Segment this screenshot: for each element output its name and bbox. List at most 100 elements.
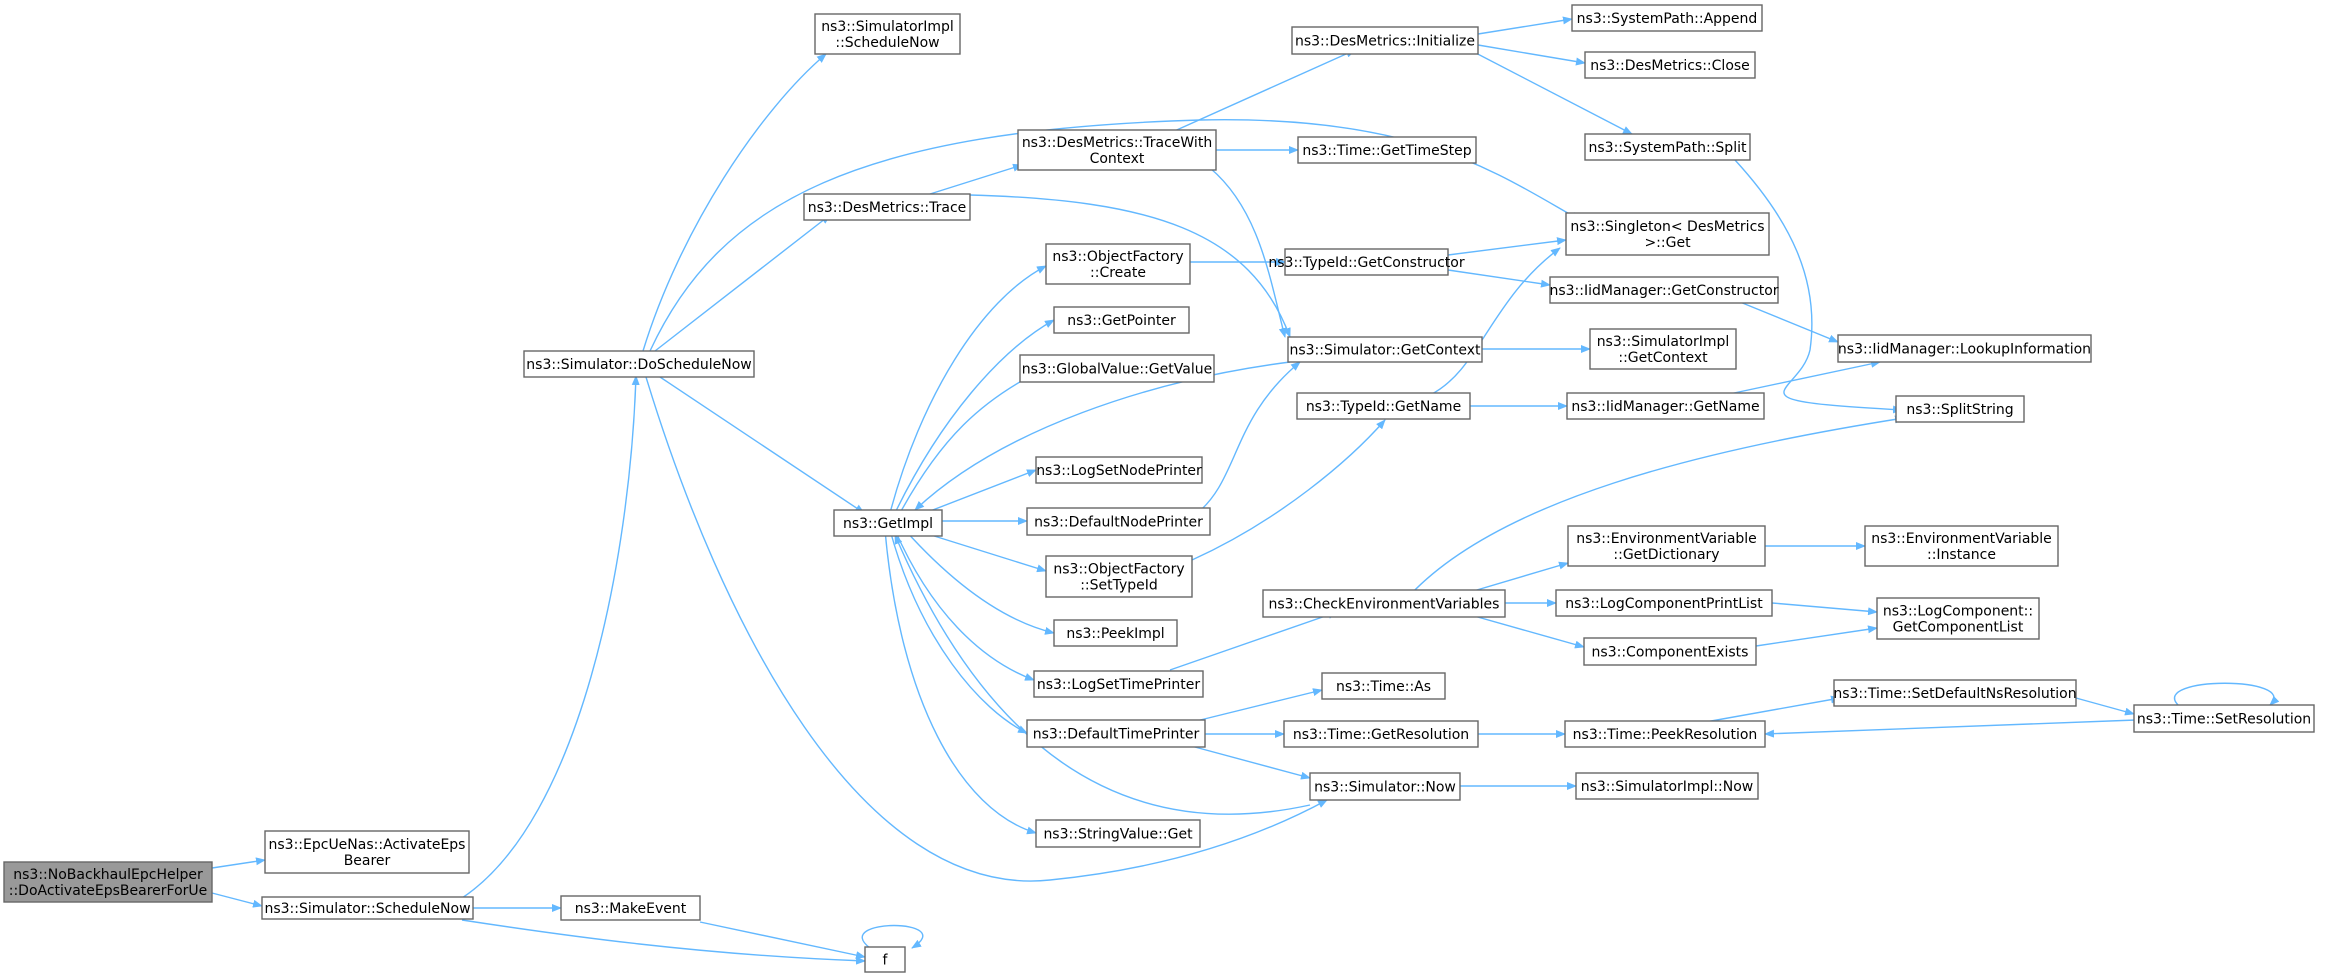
node-label: ns3::DesMetrics::Close — [1590, 58, 1750, 74]
nodes: ns3::NoBackhaulEpcHelper::DoActivateEpsB… — [3, 4, 2315, 973]
edge-simnow-getimpl — [894, 534, 1311, 815]
node-label: ns3::LogSetNodePrinter — [1036, 463, 1202, 479]
node-simulator-now[interactable]: ns3::Simulator::Now — [1309, 772, 1461, 801]
node-label: ns3::Time::GetResolution — [1293, 727, 1469, 743]
node-iidmanager-lookupinformation[interactable]: ns3::IidManager::LookupInformation — [1837, 334, 2092, 363]
node-time-peekresolution[interactable]: ns3::Time::PeekResolution — [1564, 720, 1766, 748]
edge-defaulttimeprinter-simnow — [1179, 742, 1311, 780]
node-label: ns3::Time::As — [1336, 679, 1431, 695]
edge-getcontext-getimpl — [914, 361, 1291, 511]
node-time-as[interactable]: ns3::Time::As — [1321, 672, 1446, 700]
node-label: ns3::SimulatorImpl — [821, 19, 954, 35]
node-logsetnodeprinter[interactable]: ns3::LogSetNodePrinter — [1035, 456, 1203, 484]
edge-defaultnodeprinter-getcontext — [1194, 361, 1301, 516]
node-desmetrics-close[interactable]: ns3::DesMetrics::Close — [1584, 51, 1756, 79]
edge-split-splitstring — [1734, 159, 1903, 414]
edge-schedulenow-doschedulenow — [461, 375, 640, 899]
node-label: ns3::Time::GetTimeStep — [1302, 143, 1471, 159]
node-label: ns3::SimulatorImpl::Now — [1581, 779, 1754, 795]
node-stringvalue-get[interactable]: ns3::StringValue::Get — [1035, 819, 1201, 848]
edge-setdefaultns-setresolution — [2075, 697, 2135, 716]
node-time-getresolution[interactable]: ns3::Time::GetResolution — [1283, 720, 1479, 748]
edge-doschedulenow-singleton — [649, 119, 1581, 352]
node-iidmanager-getconstructor[interactable]: ns3::IidManager::GetConstructor — [1549, 276, 1779, 304]
node-label: ns3::ObjectFactory — [1052, 249, 1183, 265]
node-defaultnodeprinter[interactable]: ns3::DefaultNodePrinter — [1026, 507, 1211, 536]
node-label: ::GetDictionary — [1613, 547, 1719, 563]
node-objectfactory-settypeid[interactable]: ns3::ObjectFactory::SetTypeId — [1045, 555, 1193, 598]
node-logsettimeprinter[interactable]: ns3::LogSetTimePrinter — [1033, 670, 1204, 698]
edge-initialize-append — [1477, 16, 1573, 35]
node-iidmanager-getname[interactable]: ns3::IidManager::GetName — [1566, 392, 1765, 420]
node-desmetrics-trace[interactable]: ns3::DesMetrics::Trace — [803, 193, 971, 221]
node-peekimpl[interactable]: ns3::PeekImpl — [1053, 619, 1178, 647]
edges — [211, 16, 2280, 965]
edge-getimpl-ofcreate — [889, 265, 1047, 514]
node-systempath-append[interactable]: ns3::SystemPath::Append — [1571, 4, 1763, 32]
node-label: ns3::GlobalValue::GetValue — [1022, 362, 1212, 378]
node-defaulttimeprinter[interactable]: ns3::DefaultTimePrinter — [1026, 719, 1206, 748]
node-label: ns3::SimulatorImpl — [1597, 334, 1730, 350]
node-label: ::Create — [1090, 265, 1146, 281]
node-splitstring[interactable]: ns3::SplitString — [1895, 395, 2025, 423]
node-label: ns3::EpcUeNas::ActivateEps — [269, 837, 466, 853]
node-simulator-getcontext[interactable]: ns3::Simulator::GetContext — [1287, 336, 1483, 363]
node-label: ns3::TypeId::GetConstructor — [1268, 255, 1464, 271]
node-label: ns3::Simulator::DoScheduleNow — [526, 357, 751, 373]
node-label: ns3::ComponentExists — [1592, 645, 1749, 661]
edge-setresolution-peekresolution — [1764, 719, 2137, 738]
node-desmetrics-initialize[interactable]: ns3::DesMetrics::Initialize — [1291, 26, 1479, 55]
edge-getimpl-defaulttimeprinter — [889, 529, 1028, 734]
node-typeid-getname[interactable]: ns3::TypeId::GetName — [1296, 392, 1471, 420]
node-simulatorimpl-now[interactable]: ns3::SimulatorImpl::Now — [1575, 772, 1759, 800]
node-label: f — [883, 953, 889, 969]
node-label: ns3::LogComponent:: — [1883, 604, 2033, 620]
node-logcomponent-getcomponentlist[interactable]: ns3::LogComponent::GetComponentList — [1876, 597, 2040, 640]
node-makeevent[interactable]: ns3::MakeEvent — [560, 895, 701, 921]
node-label: ::Instance — [1927, 547, 1996, 563]
edge-iidgetconstructor-lookup — [1739, 301, 1839, 343]
node-nobackhaul-doactivateepsbearerforue[interactable]: ns3::NoBackhaulEpcHelper::DoActivateEpsB… — [3, 861, 213, 903]
node-label: ns3::GetPointer — [1067, 313, 1176, 329]
node-checkenvironmentvariables[interactable]: ns3::CheckEnvironmentVariables — [1262, 589, 1506, 618]
node-label: Context — [1090, 151, 1145, 167]
node-label: ns3::Simulator::Now — [1314, 780, 1456, 796]
node-singleton-desmetrics-get[interactable]: ns3::Singleton< DesMetrics>::Get — [1565, 212, 1770, 256]
edge-getimpl-settypeid — [914, 529, 1047, 573]
node-time-setresolution[interactable]: ns3::Time::SetResolution — [2133, 704, 2315, 733]
edge-doschedulenow-implschedulenow — [642, 53, 827, 352]
node-label: ns3::MakeEvent — [575, 901, 687, 917]
node-objectfactory-create[interactable]: ns3::ObjectFactory::Create — [1045, 243, 1191, 285]
edge-getimpl-getpointer — [894, 319, 1055, 514]
node-time-gettimestep[interactable]: ns3::Time::GetTimeStep — [1297, 136, 1477, 164]
node-environmentvariable-instance[interactable]: ns3::EnvironmentVariable::Instance — [1864, 525, 2059, 567]
node-label: ::SetTypeId — [1080, 578, 1158, 594]
node-label: >::Get — [1644, 235, 1691, 251]
node-label: ns3::DefaultTimePrinter — [1033, 727, 1200, 743]
node-label: GetComponentList — [1893, 620, 2024, 636]
node-getpointer[interactable]: ns3::GetPointer — [1053, 306, 1190, 334]
edge-iidgetname-lookup — [1719, 359, 1881, 397]
node-label: ns3::Simulator::GetContext — [1289, 343, 1481, 359]
node-label: ns3::DesMetrics::TraceWith — [1022, 135, 1212, 151]
edge-getimpl-lognodeprinter — [924, 469, 1037, 514]
node-simulator-doschedulenow[interactable]: ns3::Simulator::DoScheduleNow — [523, 350, 755, 378]
node-systempath-split[interactable]: ns3::SystemPath::Split — [1584, 133, 1751, 161]
node-typeid-getconstructor[interactable]: ns3::TypeId::GetConstructor — [1268, 248, 1465, 276]
node-epcuenas-activateepsbearer[interactable]: ns3::EpcUeNas::ActivateEpsBearer — [264, 830, 470, 874]
node-getimpl[interactable]: ns3::GetImpl — [833, 509, 943, 537]
node-simulatorimpl-schedulenow[interactable]: ns3::SimulatorImpl::ScheduleNow — [814, 13, 961, 55]
node-logcomponentprintlist[interactable]: ns3::LogComponentPrintList — [1555, 589, 1773, 617]
node-environmentvariable-getdictionary[interactable]: ns3::EnvironmentVariable::GetDictionary — [1567, 525, 1766, 567]
node-f[interactable]: f — [864, 946, 906, 973]
node-simulatorimpl-getcontext[interactable]: ns3::SimulatorImpl::GetContext — [1589, 328, 1737, 370]
edge-peekresolution-setdefaultns — [1699, 695, 1841, 724]
node-globalvalue-getvalue[interactable]: ns3::GlobalValue::GetValue — [1019, 354, 1215, 383]
node-componentexists[interactable]: ns3::ComponentExists — [1583, 637, 1757, 666]
node-time-setdefaultnsresolution[interactable]: ns3::Time::SetDefaultNsResolution — [1833, 679, 2077, 707]
node-label: ns3::CheckEnvironmentVariables — [1269, 597, 1500, 613]
node-simulator-schedulenow[interactable]: ns3::Simulator::ScheduleNow — [261, 896, 474, 920]
node-label: ns3::StringValue::Get — [1043, 827, 1193, 843]
